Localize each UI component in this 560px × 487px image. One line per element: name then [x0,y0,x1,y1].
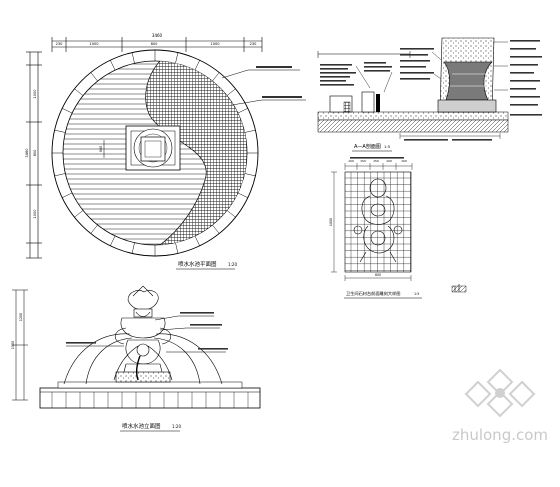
watermark-text: zhulong.com [452,426,548,444]
plan-dim-center: 800 [99,146,103,152]
section-scale: 1:5 [384,144,391,149]
elevation-statue [114,285,172,383]
detail-figure [353,178,403,263]
plan-dim-left-1: 1000 [33,89,37,99]
plan-dim-top-4: 1000 [210,42,220,46]
carving-detail: 100 150 150 100 100 1000 [329,159,467,299]
plan-grid-wave [145,61,247,245]
detail-bottom-dim [344,275,412,281]
plan-left-dimensions [26,51,42,259]
plan-dim-total-top: 3460 [152,33,163,38]
plan-center-pedestal [103,125,181,171]
section-notes-right [510,40,542,116]
plan-top-dimensions [51,37,263,52]
detail-scale: 1:5 [414,292,419,296]
section-pipe [376,94,380,112]
detail-panel [344,171,412,273]
elevation-leaders [66,315,226,353]
detail-dim-top-5: 100 [401,159,407,163]
detail-dim-top-1: 100 [348,159,354,163]
section-notes-left [320,48,434,86]
section-view: A—A剖面图 1:5 [317,37,542,159]
detail-section-marker [451,284,467,293]
plan-pool-floor [63,61,247,245]
detail-title: 卫生间石材台前面雕刻大样图 [346,290,400,297]
section-bottom-dims [399,133,501,139]
plan-rim-joints [52,50,258,256]
plan-title: 喷水水池平面图 [178,260,217,268]
elevation-leader-notes [66,312,228,350]
elevation-view: 1200 1500 [11,285,261,432]
detail-left-dim [331,171,337,273]
detail-dim-top-4: 100 [386,159,392,163]
watermark-logo-icon [464,368,536,418]
plan-dim-left-3: 1000 [33,209,37,219]
plan-dim-top-2: 1000 [89,42,99,46]
elevation-title: 喷水水池立面图 [122,422,161,430]
detail-dim-left: 1000 [329,218,333,226]
detail-dim-top-3: 150 [373,159,379,163]
detail-grid [345,172,411,272]
elevation-left-dims [12,289,28,401]
section-title: A—A剖面图 [354,143,381,150]
plan-view: 3460 230 1000 800 1000 230 3460 1000 800… [25,33,306,270]
section-base-slab [317,111,509,121]
plan-dim-top-3: 800 [151,42,159,46]
section-statue-base [437,37,497,113]
detail-dim-bottom: 600 [375,273,381,277]
plan-dim-left-2: 800 [33,149,37,157]
detail-dim-top-2: 150 [360,159,366,163]
elevation-dim-left-2: 1500 [11,341,15,349]
plan-dim-total-left: 3460 [25,148,29,158]
elevation-water-jets [63,333,223,385]
plan-dim-top-1: 230 [56,42,64,46]
plan-leader-notes [256,66,302,98]
elevation-dim-left-1: 1200 [19,313,23,321]
plan-dim-top-5: 230 [250,42,258,46]
watermark: zhulong.com [452,368,548,444]
elevation-coping [57,381,243,389]
section-dim-lines [317,51,411,58]
plan-scale: 1:20 [228,262,237,267]
section-foundation [317,119,509,133]
elevation-scale: 1:20 [172,424,181,429]
detail-top-dims [344,163,413,170]
plan-leaders [221,69,306,106]
